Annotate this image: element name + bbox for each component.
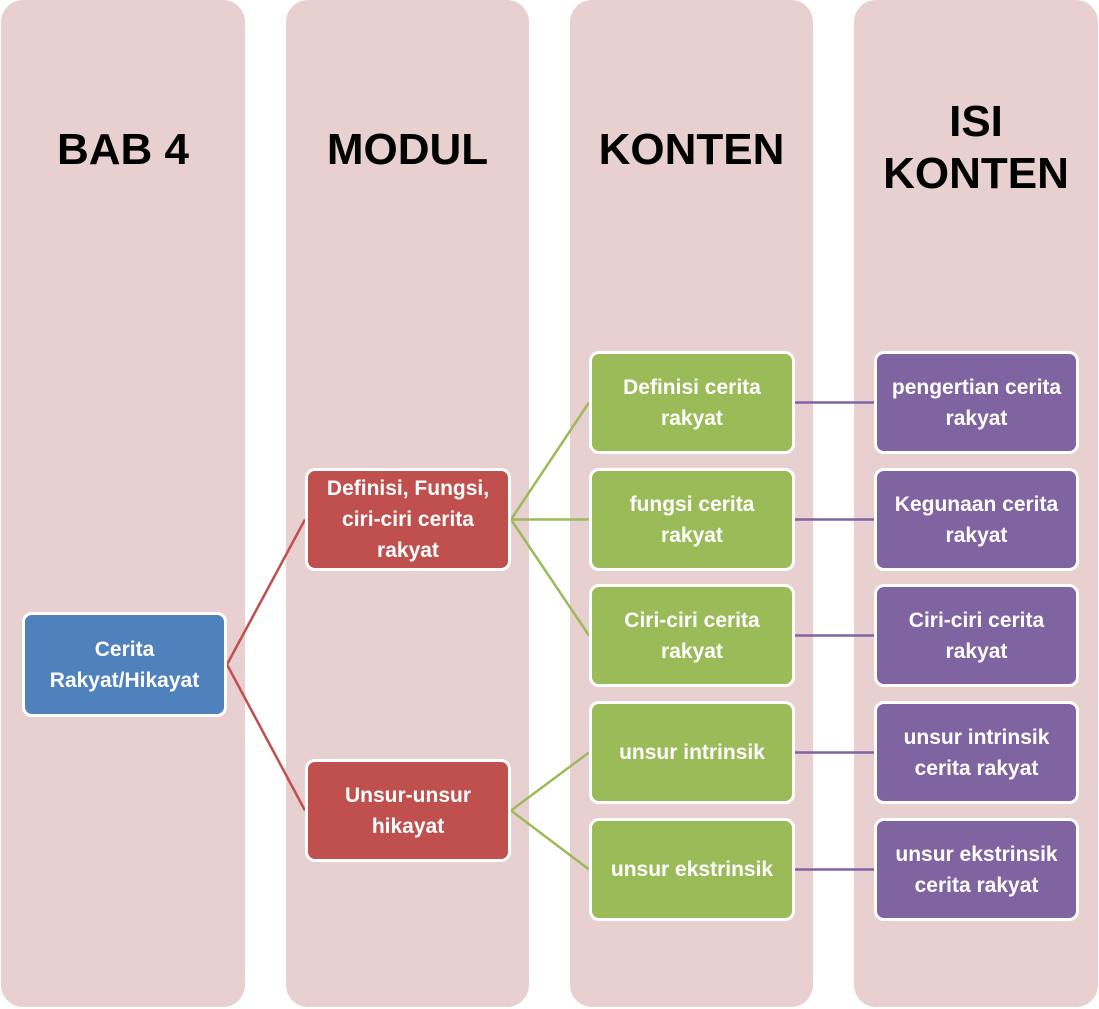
node-konten-label: fungsi cerita rakyat <box>629 492 755 547</box>
connector-modul-konten <box>510 809 590 871</box>
node-isi-konten[interactable]: unsur intrinsik cerita rakyat <box>874 701 1079 804</box>
node-isi-konten-label: Ciri-ciri cerita rakyat <box>908 608 1045 663</box>
node-konten-label: unsur ekstrinsik <box>610 858 774 881</box>
node-modul-label: Unsur-unsur hikayat <box>345 783 471 838</box>
node-konten[interactable]: unsur intrinsik <box>589 701 795 804</box>
node-konten-label: unsur intrinsik <box>619 741 765 764</box>
node-isi-konten-label: pengertian cerita rakyat <box>891 375 1062 430</box>
column-title-bab: BAB 4 <box>56 125 190 174</box>
node-konten[interactable]: Definisi cerita rakyat <box>589 351 795 454</box>
connector-modul-konten <box>510 751 590 812</box>
node-modul[interactable]: Unsur-unsur hikayat <box>305 759 511 862</box>
node-isi-konten-label: unsur intrinsik cerita rakyat <box>903 725 1050 780</box>
node-bab[interactable]: Cerita Rakyat/Hikayat <box>22 612 227 717</box>
node-isi-konten[interactable]: pengertian cerita rakyat <box>874 351 1079 454</box>
connector-bab-modul <box>225 518 307 666</box>
node-modul-label: Definisi, Fungsi, ciri-ciri cerita rakya… <box>326 477 490 562</box>
node-konten[interactable]: Ciri-ciri cerita rakyat <box>589 584 795 687</box>
node-isi-konten-label: Kegunaan cerita rakyat <box>894 492 1059 547</box>
node-konten-label: Ciri-ciri cerita rakyat <box>624 608 760 663</box>
connector-modul-konten <box>509 518 591 637</box>
node-konten[interactable]: fungsi cerita rakyat <box>589 468 795 571</box>
node-isi-konten[interactable]: Ciri-ciri cerita rakyat <box>874 584 1079 687</box>
node-isi-konten[interactable]: unsur ekstrinsik cerita rakyat <box>874 818 1079 921</box>
node-bab-label: Cerita Rakyat/Hikayat <box>49 637 200 692</box>
column-title-konten: KONTEN <box>598 125 785 174</box>
column-title-isi-konten: ISI KONTEN <box>883 97 1069 198</box>
connector-bab-modul <box>225 663 307 812</box>
node-isi-konten-label: unsur ekstrinsik cerita rakyat <box>895 842 1058 897</box>
connector-modul-konten <box>509 401 591 521</box>
node-isi-konten[interactable]: Kegunaan cerita rakyat <box>874 468 1079 571</box>
node-konten[interactable]: unsur ekstrinsik <box>589 818 795 921</box>
node-konten-label: Definisi cerita rakyat <box>623 375 761 430</box>
node-modul[interactable]: Definisi, Fungsi, ciri-ciri cerita rakya… <box>305 468 511 571</box>
column-title-modul: MODUL <box>326 125 489 174</box>
column-bab: BAB 4 <box>1 0 245 1007</box>
